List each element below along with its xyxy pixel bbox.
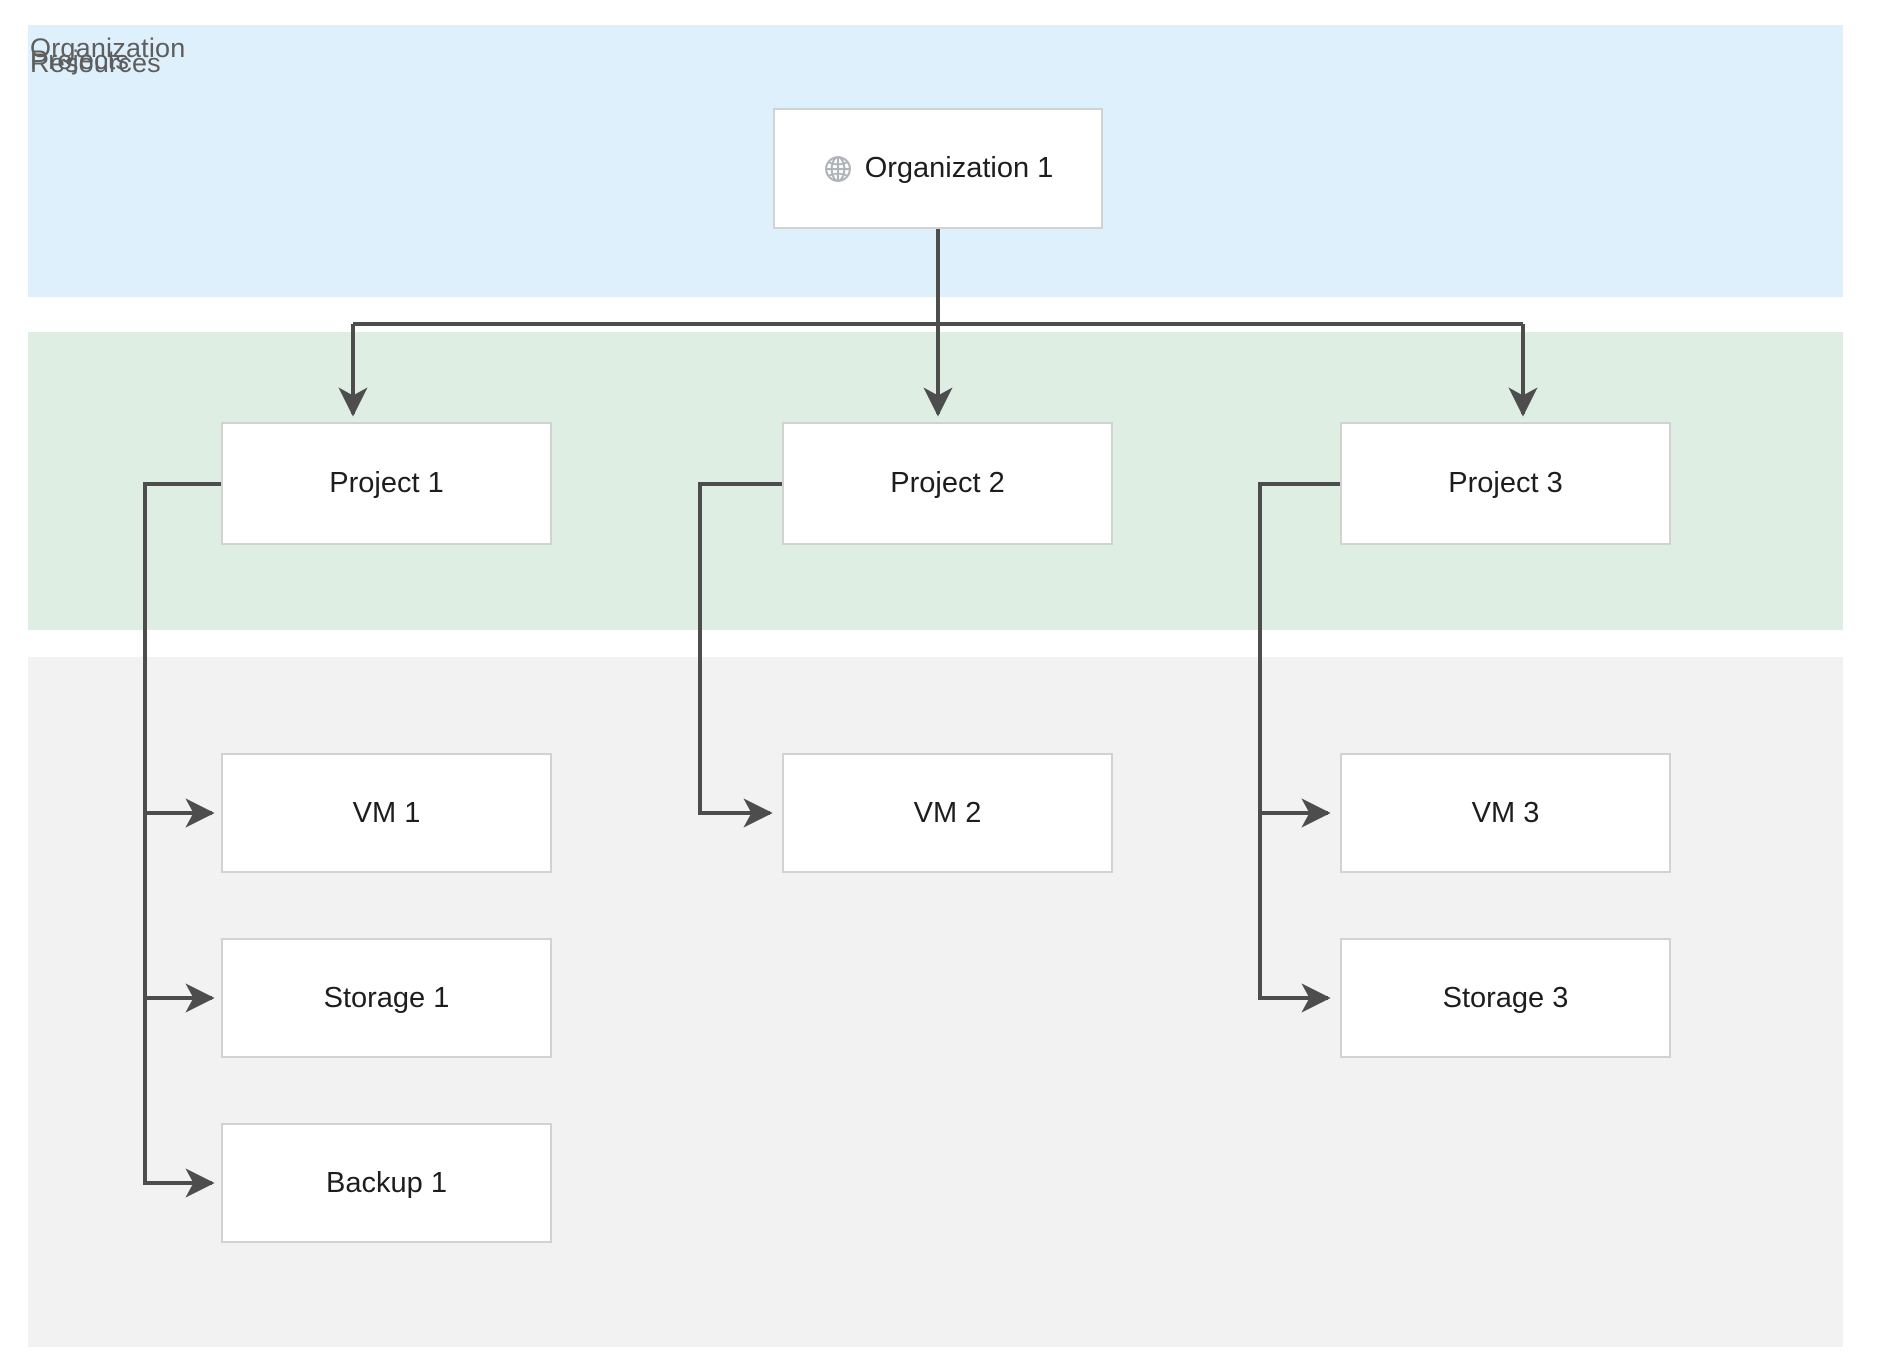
node-vm-1[interactable]: VM 1	[221, 753, 552, 873]
node-project-2[interactable]: Project 2	[782, 422, 1113, 545]
node-organization-1[interactable]: Organization 1	[773, 108, 1103, 229]
node-label-project-2: Project 2	[890, 467, 1005, 499]
node-storage-3[interactable]: Storage 3	[1340, 938, 1671, 1058]
node-label-vm-2: VM 2	[913, 796, 982, 829]
node-vm-2[interactable]: VM 2	[782, 753, 1113, 873]
node-project-3[interactable]: Project 3	[1340, 422, 1671, 545]
node-label-project-1: Project 1	[329, 467, 444, 499]
node-backup-1[interactable]: Backup 1	[221, 1123, 552, 1243]
band-label-organization: Organization	[30, 33, 186, 63]
globe-icon	[824, 155, 851, 182]
node-label-storage-3: Storage 3	[1442, 981, 1569, 1014]
node-label-vm-1: VM 1	[352, 796, 421, 829]
band-label-resources: Resources	[30, 48, 161, 78]
node-label-vm-3: VM 3	[1471, 796, 1540, 829]
node-storage-1[interactable]: Storage 1	[221, 938, 552, 1058]
node-label-project-3: Project 3	[1448, 467, 1563, 499]
node-vm-3[interactable]: VM 3	[1340, 753, 1671, 873]
band-label-projects: Projects	[30, 45, 130, 75]
node-label-storage-1: Storage 1	[323, 981, 450, 1014]
node-label-organization-1: Organization 1	[864, 152, 1054, 184]
node-label-backup-1: Backup 1	[326, 1166, 447, 1199]
node-project-1[interactable]: Project 1	[221, 422, 552, 545]
